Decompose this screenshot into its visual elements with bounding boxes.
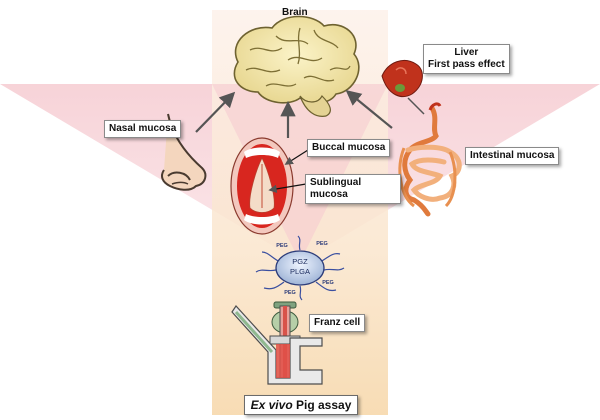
franz-cell-illustration bbox=[231, 301, 323, 385]
label-liver-line2: First pass effect bbox=[428, 59, 505, 70]
peg-tag-bottom-right: PEG bbox=[322, 280, 334, 286]
liver-illustration bbox=[381, 60, 423, 98]
mouth-illustration bbox=[230, 137, 294, 235]
assay-rest-text: Pig assay bbox=[292, 398, 352, 412]
label-buccal-mucosa: Buccal mucosa bbox=[307, 139, 391, 157]
label-brain: Brain bbox=[282, 7, 308, 18]
nanoparticle-label-pgz: PGZ bbox=[292, 257, 308, 266]
label-ex-vivo-pig-assay: Ex vivo Pig assay bbox=[244, 395, 358, 415]
assay-italic-text: Ex vivo bbox=[250, 398, 293, 412]
label-liver: Liver First pass effect bbox=[423, 44, 510, 74]
peg-tag-top-right: PEG bbox=[316, 241, 328, 247]
arrow-nose-to-brain bbox=[195, 91, 236, 133]
nanoparticle-illustration: PGZ PLGA PEG PEG PEG PEG bbox=[255, 235, 345, 301]
peg-tag-top-left: PEG bbox=[276, 243, 288, 249]
nanoparticle-label-plga: PLGA bbox=[290, 267, 310, 276]
arrow-intestine-to-brain bbox=[345, 90, 393, 129]
pointer-sublingual bbox=[268, 183, 307, 194]
peg-tag-bottom-left: PEG bbox=[284, 290, 296, 296]
label-liver-line1: Liver bbox=[454, 47, 479, 58]
label-intestinal-mucosa: Intestinal mucosa bbox=[465, 147, 560, 165]
label-sublingual-mucosa: Sublingual mucosa bbox=[305, 174, 401, 204]
label-franz-cell: Franz cell bbox=[309, 314, 366, 332]
label-sublingual-line2: mucosa bbox=[310, 189, 348, 200]
pointer-buccal bbox=[284, 149, 309, 165]
label-sublingual-line1: Sublingual bbox=[310, 177, 362, 188]
brain-illustration bbox=[233, 15, 360, 117]
arrow-liver-to-intestine bbox=[407, 97, 425, 115]
label-nasal-mucosa: Nasal mucosa bbox=[104, 120, 182, 138]
fan-overlay bbox=[212, 84, 388, 262]
